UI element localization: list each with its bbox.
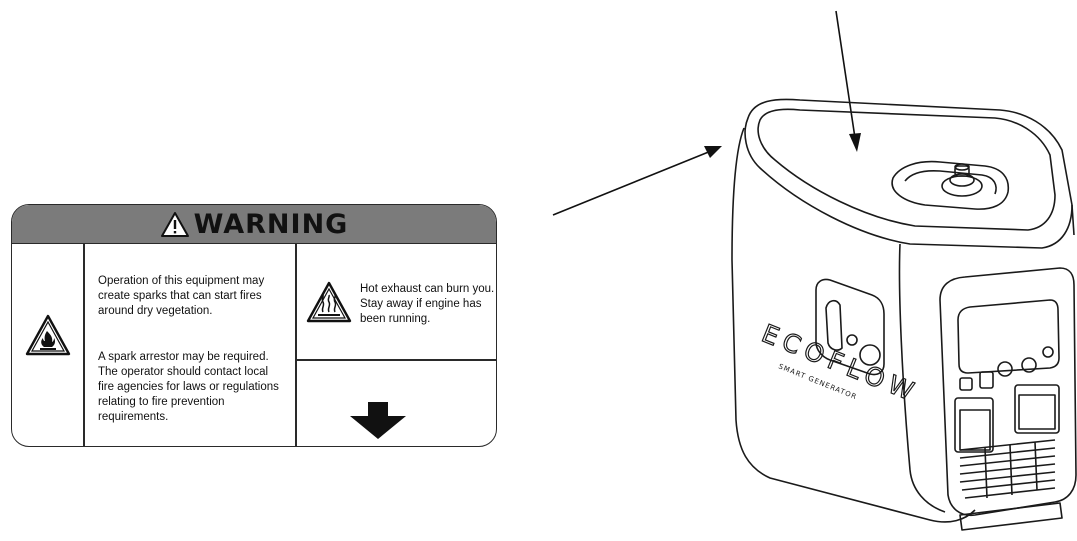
pointer-line (835, 10, 856, 139)
hot-exhaust-text: Hot exhaust can burn you. Stay away if e… (360, 283, 495, 325)
hot-surface-icon (306, 281, 352, 323)
fire-warning-text: Operation of this equipment may create s… (98, 275, 265, 317)
down-arrow-icon (350, 402, 406, 439)
divider (295, 243, 297, 446)
spark-arrestor-text: A spark arrestor may be required. The op… (98, 351, 279, 423)
divider (295, 359, 496, 361)
flammable-icon (25, 314, 71, 356)
warning-triangle-icon (160, 211, 189, 237)
arrowhead-icon (849, 133, 861, 152)
warning-header: WARNING (12, 205, 496, 244)
pointer-line (552, 150, 712, 216)
divider (83, 243, 85, 446)
warning-title: WARNING (193, 208, 349, 240)
warning-label: WARNING Operation of this equipment may … (11, 204, 497, 447)
arrowhead-icon (704, 146, 722, 158)
